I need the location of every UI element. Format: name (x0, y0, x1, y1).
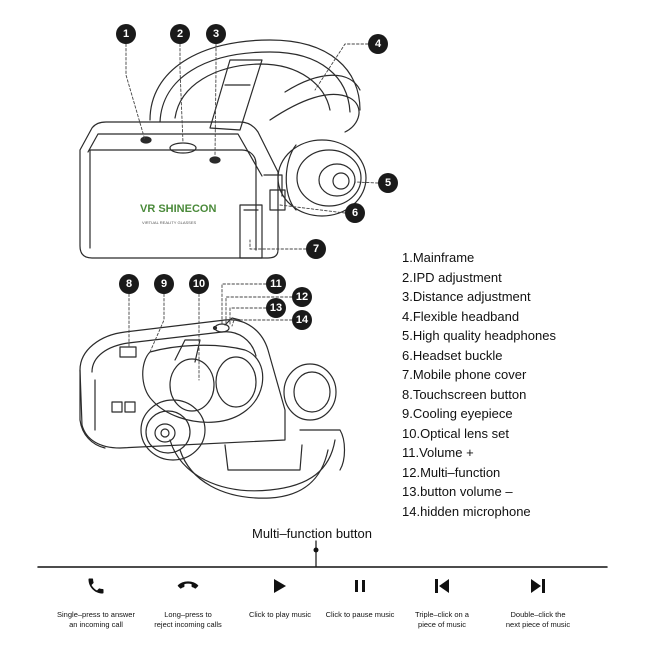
function-previous: Triple–click on a piece of music (394, 572, 490, 629)
multifunction-title: Multi–function button (252, 526, 372, 541)
function-previous-label-2: piece of music (418, 619, 466, 629)
previous-track-icon (394, 572, 490, 600)
part-item-4: 4.Flexible headband (402, 308, 520, 324)
phone-reject-icon (140, 572, 236, 600)
part-item-2: 2.IPD adjustment (402, 269, 502, 285)
function-pause-label: Click to pause music (325, 610, 395, 619)
callout-10: 10 (189, 274, 209, 294)
part-item-7: 7.Mobile phone cover (402, 367, 527, 382)
callout-6: 6 (345, 203, 365, 223)
function-answer-label-2: an incoming call (69, 619, 123, 629)
function-next-label-1: Double–click the (510, 610, 566, 619)
parts-list: 1.Mainframe 2.IPD adjustment 3.Distance … (402, 248, 637, 521)
callout-1: 1 (116, 24, 136, 44)
callout-11: 11 (266, 274, 286, 294)
phone-answer-icon (48, 572, 144, 600)
part-item-9: 9.Cooling eyepiece (402, 406, 513, 421)
part-item-3: 3.Distance adjustment (402, 289, 531, 304)
part-item-14: 14.hidden microphone (402, 503, 531, 519)
function-play-label: Click to play music (248, 610, 312, 619)
function-answer-call: Single–press to answer an incoming call (48, 572, 144, 629)
device-brand: VR SHINECON (140, 203, 216, 215)
function-answer-label-1: Single–press to answer (57, 610, 135, 619)
pause-icon (312, 572, 408, 600)
callout-12: 12 (292, 287, 312, 307)
callout-9: 9 (154, 274, 174, 294)
part-item-5: 5.High quality headphones (402, 328, 556, 343)
callout-13: 13 (266, 298, 286, 318)
headset-front-view (79, 39, 367, 259)
callout-3: 3 (206, 24, 226, 44)
function-pause: Click to pause music (312, 572, 408, 620)
function-reject-call: Long–press to reject incoming calls (140, 572, 236, 629)
part-item-1: 1.Mainframe (402, 250, 475, 265)
function-previous-label-1: Triple–click on a (415, 610, 469, 619)
play-icon (232, 572, 328, 600)
callout-8: 8 (119, 274, 139, 294)
leader-lines-top (125, 43, 379, 250)
function-next-label-2: next piece of music (505, 619, 571, 629)
function-reject-label-1: Long–press to (164, 610, 212, 619)
part-item-13: 13.button volume – (402, 484, 513, 499)
function-reject-label-2: reject incoming calls (154, 619, 222, 629)
part-item-8: 8.Touchscreen button (402, 386, 527, 402)
part-item-10: 10.Optical lens set (402, 425, 509, 441)
next-track-icon (490, 572, 586, 600)
device-subtext: VIRTUAL REALITY GLASSES (142, 220, 197, 225)
part-item-11: 11.Volume + (402, 445, 474, 460)
part-item-12: 12.Multi–function (402, 464, 501, 480)
multifunction-bar (37, 540, 608, 568)
callout-14: 14 (292, 310, 312, 330)
callout-7: 7 (306, 239, 326, 259)
headset-back-view (79, 317, 346, 499)
part-item-6: 6.Headset buckle (402, 347, 503, 363)
callout-4: 4 (368, 34, 388, 54)
function-play: Click to play music (232, 572, 328, 620)
function-next: Double–click the next piece of music (490, 572, 586, 629)
callout-5: 5 (378, 173, 398, 193)
leader-lines-bottom (128, 283, 293, 381)
callout-2: 2 (170, 24, 190, 44)
